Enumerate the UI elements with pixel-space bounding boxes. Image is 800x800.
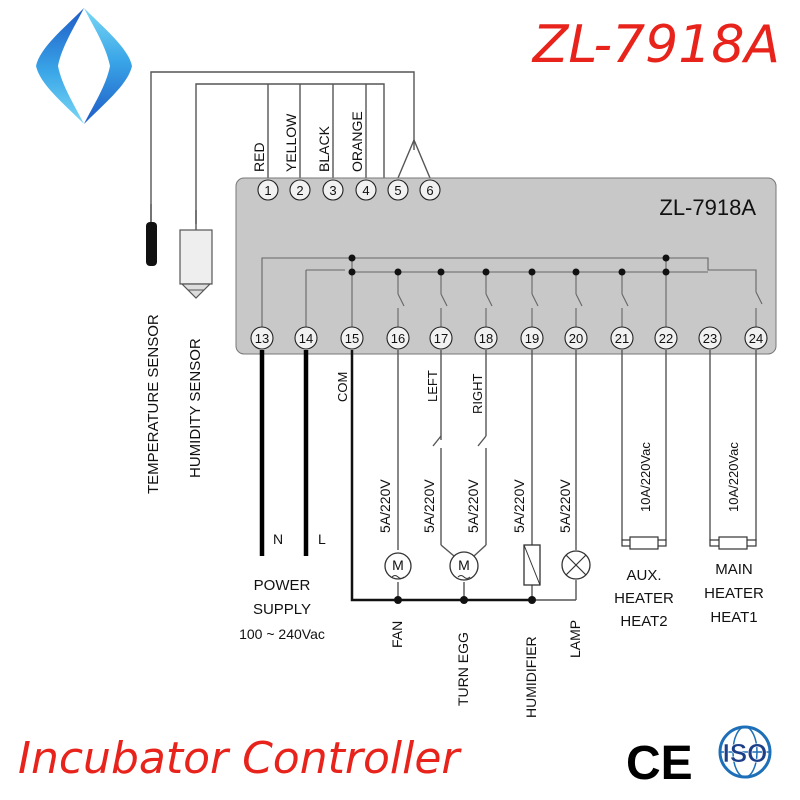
terminal-5: 5	[387, 179, 409, 201]
terminal-21: 21	[610, 326, 634, 350]
controller-model-label: ZL-7918A	[659, 195, 756, 220]
turn-left-rating: 5A/220V	[421, 479, 437, 533]
humidifier-rating: 5A/220V	[511, 479, 527, 533]
iso-mark-text: ISO	[723, 738, 768, 768]
right-label: RIGHT	[470, 374, 485, 415]
svg-text:17: 17	[434, 331, 448, 346]
heater-icon	[621, 536, 757, 550]
wire-label-black: BLACK	[316, 125, 332, 172]
turn-right-rating: 5A/220V	[465, 479, 481, 533]
temperature-probe-icon	[146, 204, 157, 266]
svg-text:24: 24	[749, 331, 763, 346]
fan-motor-symbol: M	[392, 557, 404, 573]
svg-text:2: 2	[296, 183, 303, 198]
terminal-6: 6	[419, 179, 441, 201]
wire-color-labels: RED YELLOW BLACK ORANGE	[251, 111, 365, 172]
humidity-sensor-label: HUMIDITY SENSOR	[187, 338, 204, 478]
humidifier-icon	[523, 544, 541, 586]
internal-relay-wiring	[261, 254, 763, 327]
turn-egg-motor-symbol: M	[458, 557, 470, 573]
svg-text:23: 23	[703, 331, 717, 346]
power-supply-voltage: 100 ~ 240Vac	[239, 626, 325, 642]
terminal-3: 3	[322, 179, 344, 201]
com-label: COM	[335, 372, 350, 402]
svg-text:16: 16	[391, 331, 405, 346]
brand-logo-icon	[36, 8, 132, 124]
iso-mark-icon: ISO	[718, 725, 772, 779]
motor-icon: M	[384, 552, 412, 580]
temperature-sensor-label: TEMPERATURE SENSOR	[145, 314, 162, 494]
external-wiring	[259, 350, 757, 604]
terminal-23: 23	[698, 326, 722, 350]
svg-text:4: 4	[362, 183, 369, 198]
svg-text:14: 14	[299, 331, 313, 346]
ce-mark-text: CE	[626, 737, 693, 790]
terminal-19: 19	[520, 326, 544, 350]
fan-rating: 5A/220V	[377, 479, 393, 533]
svg-text:19: 19	[525, 331, 539, 346]
terminal-13: 13	[250, 326, 274, 350]
lamp-icon	[561, 550, 591, 580]
svg-text:18: 18	[479, 331, 493, 346]
aux-heater-line1: AUX.	[626, 567, 661, 584]
main-heater-line1: MAIN	[715, 561, 753, 578]
lamp-rating: 5A/220V	[557, 479, 573, 533]
terminal-22: 22	[654, 326, 678, 350]
power-l-label: L	[318, 531, 326, 547]
svg-text:21: 21	[615, 331, 629, 346]
humidifier-label: HUMIDIFIER	[523, 636, 539, 718]
controller-body	[235, 177, 777, 355]
page-title: ZL-7918A	[531, 15, 780, 75]
svg-text:15: 15	[345, 331, 359, 346]
left-label: LEFT	[425, 370, 440, 402]
turn-egg-label: TURN EGG	[455, 632, 471, 706]
terminal-15: 15	[340, 326, 364, 350]
top-wires	[150, 71, 431, 224]
aux-heater-line3: HEAT2	[620, 613, 667, 630]
aux-heater-rating: 10A/220Vac	[638, 442, 653, 512]
footer-title: Incubator Controller	[18, 733, 462, 784]
main-heater-line3: HEAT1	[710, 609, 757, 626]
wire-label-orange: ORANGE	[349, 111, 365, 172]
aux-heater-line2: HEATER	[614, 590, 674, 607]
svg-text:20: 20	[569, 331, 583, 346]
wire-label-yellow: YELLOW	[283, 113, 299, 172]
top-terminal-strip: 1 2 3 4 5 6	[257, 179, 441, 201]
lamp-label: LAMP	[567, 620, 583, 658]
svg-text:6: 6	[426, 183, 433, 198]
turn-egg-motor-icon: M	[449, 551, 479, 581]
svg-text:13: 13	[255, 331, 269, 346]
terminal-1: 1	[257, 179, 279, 201]
terminal-14: 14	[294, 326, 318, 350]
svg-text:3: 3	[329, 183, 336, 198]
wire-label-red: RED	[251, 142, 267, 172]
main-heater-line2: HEATER	[704, 585, 764, 602]
power-supply-line2: SUPPLY	[253, 601, 311, 618]
bottom-terminal-strip: 13 14 15 16 17 18 19 20 21 22 23 24	[250, 326, 768, 350]
main-heater-rating: 10A/220Vac	[726, 442, 741, 512]
terminal-2: 2	[289, 179, 311, 201]
power-n-label: N	[273, 531, 283, 547]
terminal-17: 17	[429, 326, 453, 350]
terminal-18: 18	[474, 326, 498, 350]
ce-mark-icon: CE	[626, 737, 693, 790]
svg-text:22: 22	[659, 331, 673, 346]
terminal-4: 4	[355, 179, 377, 201]
svg-text:1: 1	[264, 183, 271, 198]
humidity-probe-icon	[179, 210, 213, 299]
power-supply-line1: POWER	[254, 577, 311, 594]
fan-label: FAN	[389, 621, 405, 648]
terminal-24: 24	[744, 326, 768, 350]
svg-text:5: 5	[394, 183, 401, 198]
terminal-16: 16	[386, 326, 410, 350]
terminal-20: 20	[564, 326, 588, 350]
